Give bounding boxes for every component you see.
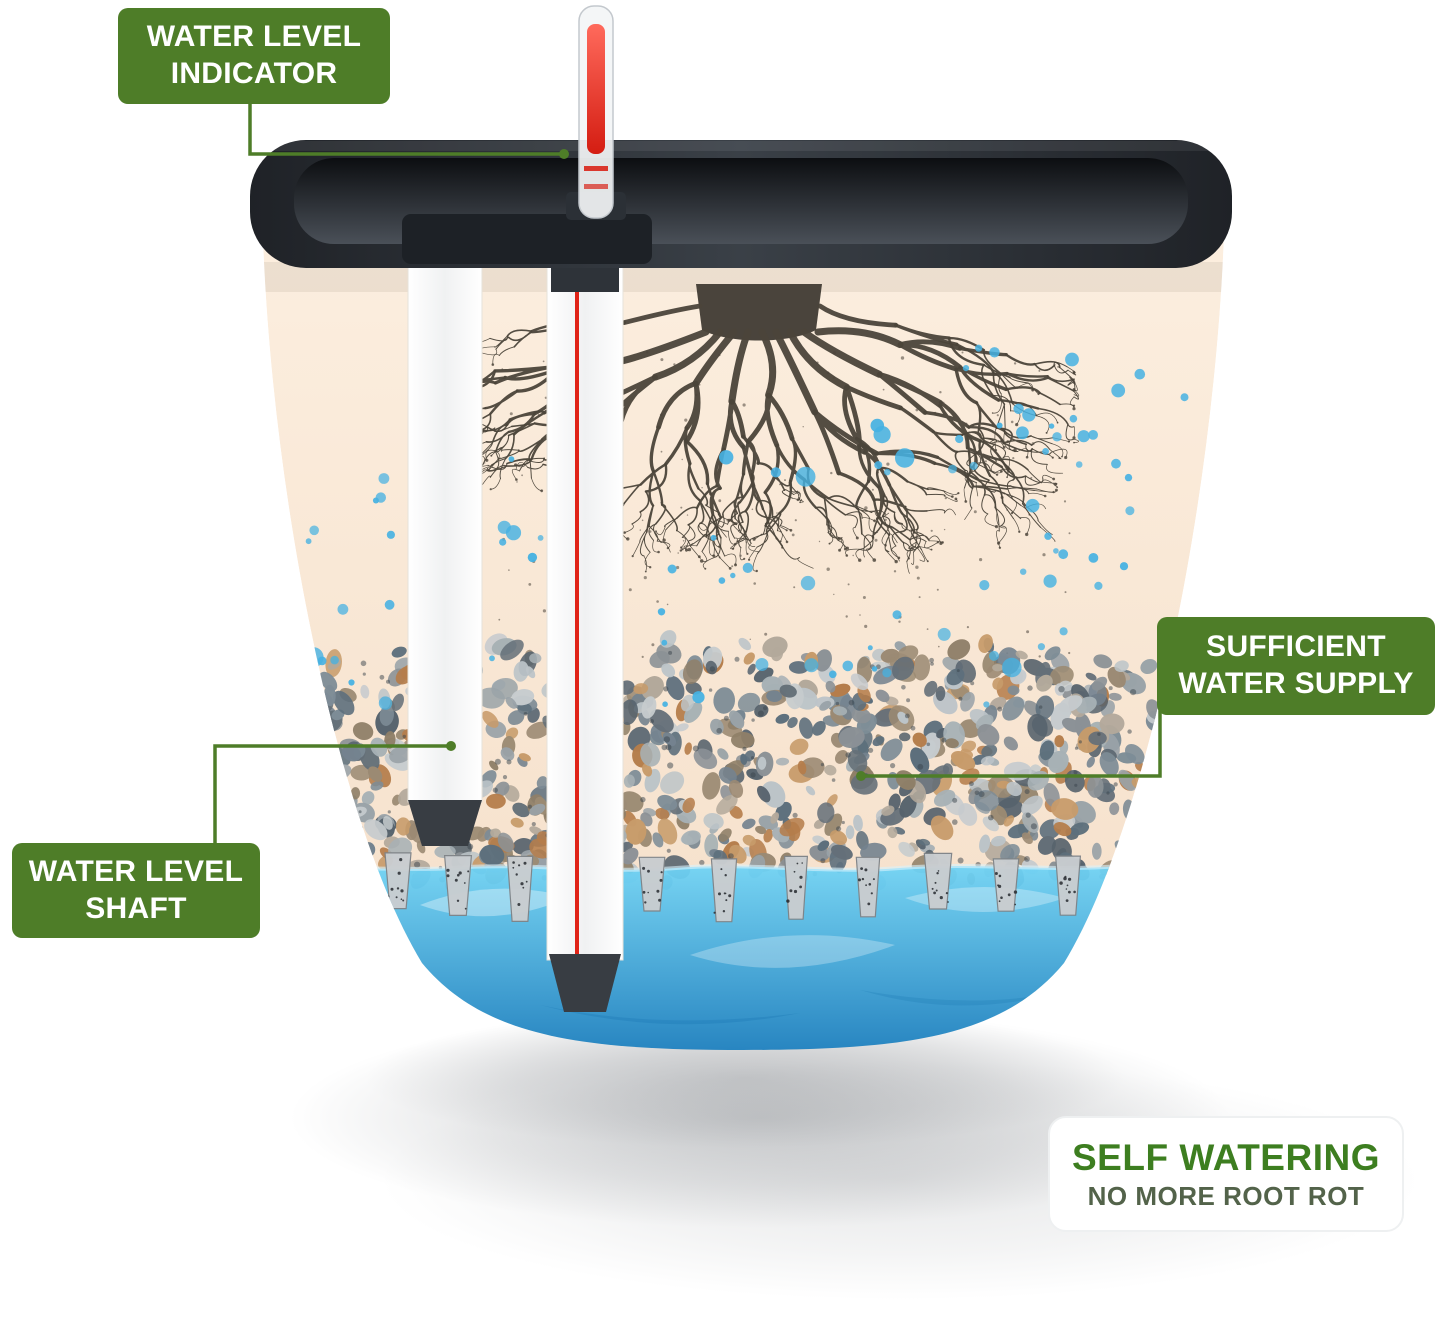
callout-line-supply	[859, 706, 1162, 778]
callout-dot-indicator	[559, 149, 569, 159]
label-water-level-shaft: WATER LEVEL SHAFT	[12, 843, 260, 938]
water-level-indicator-assembly	[402, 5, 652, 264]
label-water-level-indicator: WATER LEVEL INDICATOR	[118, 8, 390, 104]
self-watering-card: SELF WATERING NO MORE ROOT ROT	[1048, 1116, 1404, 1232]
callout-dot-supply	[856, 771, 866, 781]
label-line: SHAFT	[85, 891, 187, 925]
planter-cutaway	[262, 200, 1225, 1050]
planter-rim	[250, 140, 1232, 268]
label-line: SUFFICIENT	[1206, 630, 1386, 664]
shaft-foot-cap	[408, 800, 482, 846]
plant-stem	[696, 284, 822, 341]
indicator-shaft-top-cap	[551, 266, 619, 292]
self-watering-title: SELF WATERING	[1072, 1136, 1380, 1178]
water-reservoir	[262, 863, 1225, 1050]
indicator-red-float	[587, 24, 605, 154]
indicator-shaft-bottom-cap	[549, 954, 621, 1012]
indicator-mark-2	[584, 184, 608, 189]
rim-highlight	[252, 141, 1230, 151]
ground-shadow-near	[365, 1008, 1125, 1148]
callout-lines	[213, 100, 1162, 847]
indicator-shaft-column	[546, 265, 624, 1012]
callout-line-indicator	[248, 100, 566, 156]
label-line: INDICATOR	[170, 57, 338, 90]
indicator-base-plate	[402, 214, 652, 264]
self-watering-subtitle: NO MORE ROOT ROT	[1087, 1180, 1365, 1211]
indicator-mark-1	[584, 166, 608, 171]
callout-dot-shaft	[446, 741, 456, 751]
water-level-shaft-column	[407, 245, 483, 846]
label-line: WATER SUPPLY	[1178, 667, 1414, 700]
plant-roots	[430, 303, 1080, 659]
label-sufficient-water-supply: SUFFICIENT WATER SUPPLY	[1157, 617, 1435, 715]
callout-line-shaft	[213, 744, 453, 847]
label-line: WATER LEVEL	[146, 20, 362, 54]
label-line: WATER LEVEL	[28, 854, 244, 888]
